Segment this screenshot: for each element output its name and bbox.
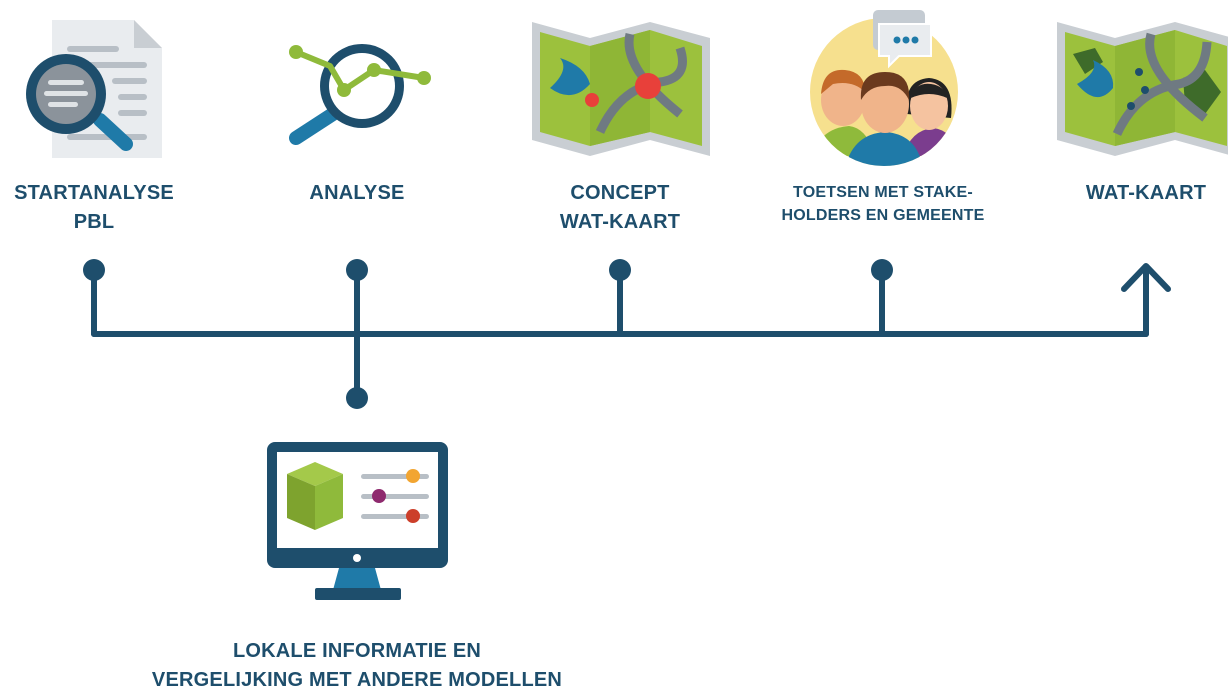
- chart-magnifier-icon: [282, 30, 432, 150]
- step-label-line: HOLDERS EN GEMEENTE: [781, 207, 985, 224]
- branch-label-line: LOKALE INFORMATIE EN: [232, 640, 482, 662]
- step-label-line: STARTANALYSE: [14, 182, 174, 204]
- step-label-line: TOETSEN MET STAKE-: [793, 184, 973, 201]
- timeline-node-2: [346, 259, 368, 281]
- stakeholders-icon: [803, 6, 965, 168]
- step-label-line: WAT-KAART: [559, 211, 681, 233]
- step-label-concept: CONCEPT WAT-KAART: [520, 179, 720, 237]
- map-draft-icon: [530, 18, 712, 158]
- step-label-line: CONCEPT: [570, 182, 670, 204]
- branch-label-line: VERGELIJKING MET ANDERE MODELLEN: [151, 669, 563, 691]
- step-label-analyse: ANALYSE: [257, 179, 457, 208]
- step-label-wat-kaart: WAT-KAART: [1046, 179, 1228, 208]
- step-label-toetsen: TOETSEN MET STAKE- HOLDERS EN GEMEENTE: [752, 181, 1014, 227]
- step-label-startanalyse: STARTANALYSE PBL: [0, 179, 188, 237]
- step-label-line: ANALYSE: [309, 182, 405, 204]
- timeline-node-3: [609, 259, 631, 281]
- timeline-node-4: [871, 259, 893, 281]
- timeline-node-branch: [346, 387, 368, 409]
- monitor-model-icon: [265, 440, 450, 604]
- timeline-node-1: [83, 259, 105, 281]
- branch-label: LOKALE INFORMATIE EN VERGELIJKING MET AN…: [107, 637, 607, 695]
- step-label-line: PBL: [73, 211, 115, 233]
- step-label-line: WAT-KAART: [1085, 182, 1207, 204]
- map-final-icon: [1055, 18, 1228, 158]
- arrow-up-icon: [1121, 263, 1171, 292]
- document-magnifier-icon: [22, 18, 167, 160]
